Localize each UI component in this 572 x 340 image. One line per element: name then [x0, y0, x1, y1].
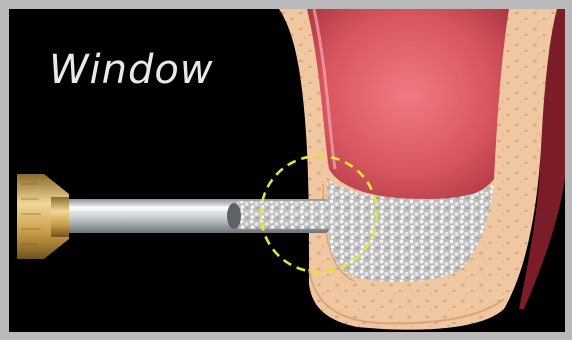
sinus-membrane-icon	[307, 9, 509, 200]
illustration-label: Window	[49, 47, 214, 93]
pipette-icon	[17, 174, 329, 259]
